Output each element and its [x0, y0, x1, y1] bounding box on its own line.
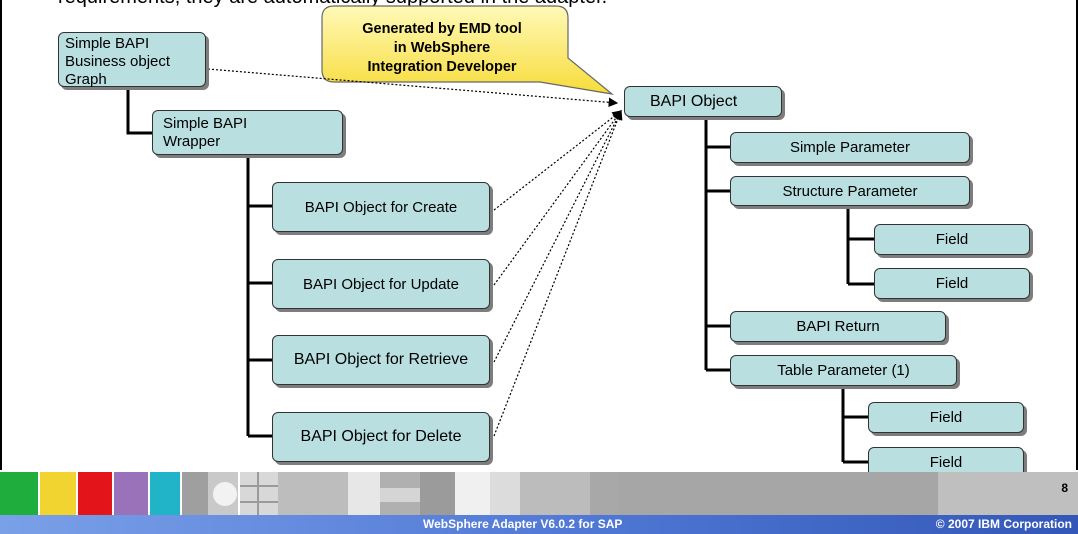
node-bapi-object-create[interactable]: BAPI Object for Create: [272, 182, 490, 232]
node-simple-bapi-wrapper[interactable]: Simple BAPI Wrapper: [152, 110, 343, 155]
node-table-field[interactable]: Field: [868, 402, 1024, 433]
node-bapi-object-update[interactable]: BAPI Object for Update: [272, 259, 490, 309]
node-bapi-object-delete[interactable]: BAPI Object for Delete: [272, 412, 490, 462]
node-line: Business object: [65, 53, 171, 70]
footer-title: WebSphere Adapter V6.0.2 for SAP: [423, 517, 623, 531]
callout-text: Generated by EMD tool in WebSphere Integ…: [322, 20, 562, 77]
node-structure-field[interactable]: Field: [874, 268, 1030, 299]
node-bapi-object[interactable]: BAPI Object: [624, 86, 782, 117]
callout-line-1: Generated by EMD tool: [362, 21, 522, 37]
dotted-arrows: [207, 68, 623, 437]
footer-copyright: © 2007 IBM Corporation: [935, 517, 1072, 531]
callout-line-3: Integration Developer: [367, 59, 517, 75]
node-line: Graph: [65, 71, 107, 88]
page-number: 8: [1061, 481, 1068, 495]
node-line: Simple BAPI: [163, 115, 248, 132]
node-line: Wrapper: [163, 133, 221, 150]
left-tree-connectors: [126, 88, 272, 438]
node-structure-field[interactable]: Field: [874, 224, 1030, 255]
node-simple-bapi-bo-graph[interactable]: Simple BAPI Business object Graph: [58, 32, 206, 88]
node-simple-parameter[interactable]: Simple Parameter: [730, 132, 970, 163]
top-text: requirements, they are automatically sup…: [58, 0, 607, 9]
node-bapi-return[interactable]: BAPI Return: [730, 311, 946, 342]
frame-left-border: [0, 0, 2, 470]
node-table-parameter[interactable]: Table Parameter (1): [730, 355, 957, 386]
footer-bar: [0, 515, 1078, 534]
node-line: Simple BAPI: [65, 35, 150, 52]
frame-right-border: [1076, 0, 1078, 470]
right-tree-connectors: [704, 117, 874, 464]
node-structure-parameter[interactable]: Structure Parameter: [730, 176, 970, 206]
callout-line-2: in WebSphere: [393, 40, 491, 56]
footer-image-strip: [0, 472, 1078, 516]
node-bapi-object-retrieve[interactable]: BAPI Object for Retrieve: [272, 335, 490, 385]
